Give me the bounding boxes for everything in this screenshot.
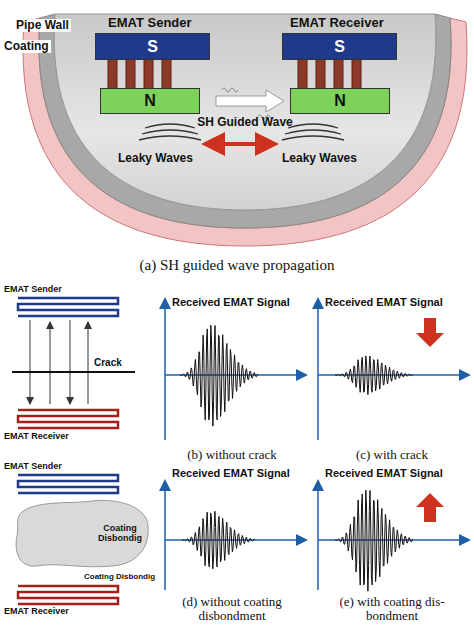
- part-label: Received EMAT Signal: [325, 467, 443, 479]
- part-label: EMAT Sender: [108, 16, 192, 30]
- part-label: EMAT Receiver: [4, 607, 69, 617]
- sub-caption: (a) SH guided wave propagation: [87, 257, 387, 274]
- part-label: Received EMAT Signal: [172, 296, 290, 308]
- part-label: Received EMAT Signal: [172, 467, 290, 479]
- part-label: EMAT Receiver: [4, 432, 69, 442]
- part-label: Received EMAT Signal: [325, 296, 443, 308]
- node-text: N: [144, 92, 156, 110]
- magnet-n: N: [290, 88, 390, 114]
- sub-caption: (e) with coating dis- bondment: [322, 595, 462, 624]
- part-label: EMAT Sender: [4, 285, 62, 295]
- magnet-n: N: [100, 88, 200, 114]
- node-text: S: [147, 38, 158, 56]
- disbond-region: Coating Disbondig: [12, 498, 152, 570]
- part-label: EMAT Sender: [4, 462, 62, 472]
- magnet-s: S: [95, 33, 210, 60]
- part-label: Coating: [2, 40, 51, 53]
- magnet-s: S: [282, 33, 397, 60]
- part-label: Crack: [94, 357, 122, 368]
- sub-caption: (b) without crack: [162, 448, 302, 462]
- part-label: EMAT Receiver: [290, 16, 384, 30]
- part-label: Leaky Waves: [282, 152, 357, 165]
- node-text: Coating Disbondig: [94, 524, 146, 544]
- node-text: S: [334, 38, 345, 56]
- signal-trace: [335, 356, 413, 395]
- sub-caption: (d) without coating disbondment: [162, 595, 302, 624]
- part-label: Pipe Wall: [14, 19, 71, 32]
- sub-caption: SH Guided Wave: [175, 116, 315, 129]
- signal-trace: [180, 325, 258, 426]
- node-text: N: [334, 92, 346, 110]
- signal-trace: [182, 511, 255, 569]
- sub-caption: (c) with crack: [322, 448, 462, 462]
- part-label: Coating Disbondig: [84, 573, 155, 582]
- signal-trace: [335, 490, 413, 591]
- part-label: Leaky Waves: [118, 152, 193, 165]
